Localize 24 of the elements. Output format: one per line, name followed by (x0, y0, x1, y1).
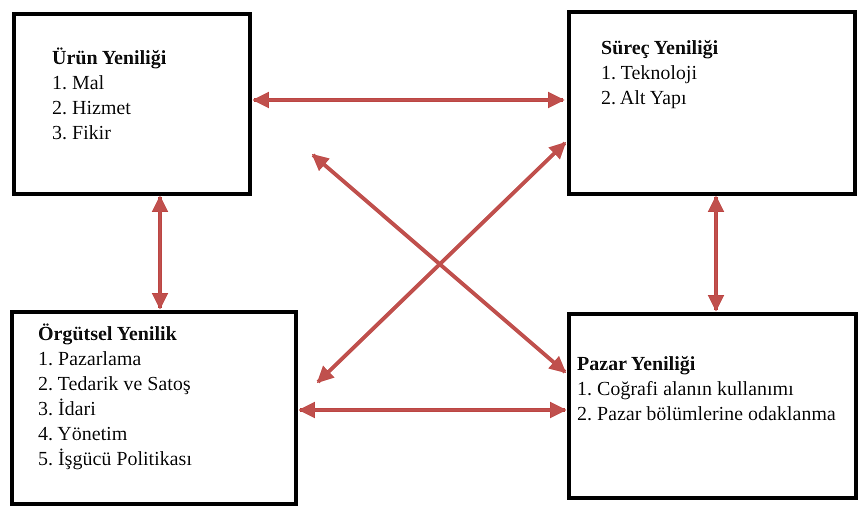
box-heading: Pazar Yeniliği (577, 352, 696, 377)
double-arrow (152, 195, 168, 310)
concept-box (12, 12, 252, 196)
list-item: 4. Yönetim (38, 422, 128, 447)
list-item: 2. Pazar bölümlerine odaklanma (577, 402, 837, 427)
list-item: 3. İdari (38, 397, 97, 422)
double-arrow (298, 402, 567, 418)
list-item: 2. Tedarik ve Satoş (38, 372, 192, 397)
list-item: 1. Pazarlama (38, 347, 142, 372)
concept-box (567, 312, 858, 500)
list-item: 2. Alt Yapı (601, 86, 688, 111)
list-item: 2. Hizmet (52, 96, 132, 121)
box-heading: Örgütsel Yenilik (38, 322, 178, 347)
double-arrow (708, 195, 724, 312)
box-heading: Süreç Yeniliği (601, 36, 720, 61)
list-item: 1. Mal (52, 71, 106, 96)
box-heading: Ürün Yeniliği (52, 46, 168, 71)
list-item: 1. Teknoloji (601, 61, 698, 86)
double-arrow (252, 92, 565, 108)
list-item: 3. Fikir (52, 121, 112, 146)
list-item: 1. Coğrafi alanın kullanımı (577, 377, 795, 402)
list-item: 5. İşgücü Politikası (38, 447, 193, 472)
concept-box (567, 10, 857, 196)
concept-box (10, 310, 298, 506)
